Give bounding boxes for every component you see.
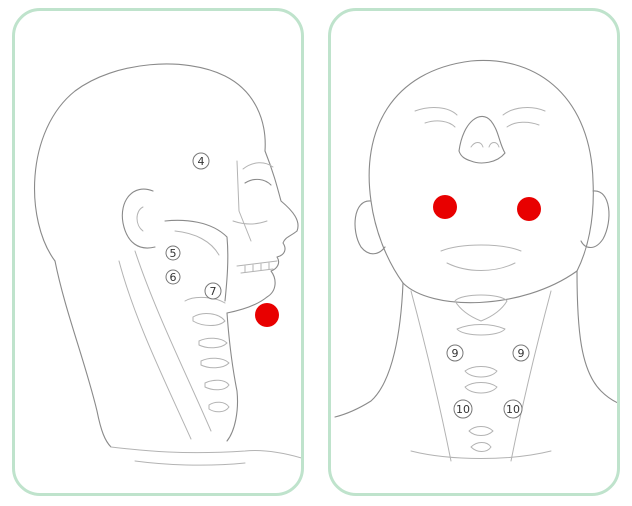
svg-text:9: 9 — [452, 347, 459, 360]
eye-sketch — [245, 179, 271, 185]
right-ear-sketch — [581, 191, 609, 248]
head-outline — [369, 60, 593, 271]
node-label-6: 6 — [166, 270, 180, 284]
svg-text:5: 5 — [170, 247, 177, 260]
chin-outline — [403, 271, 577, 303]
neck-back — [55, 261, 111, 447]
ear-sketch — [122, 189, 155, 248]
node-label-10-right: 10 — [504, 400, 522, 418]
node-label-9-left: 9 — [447, 345, 463, 361]
frontal-view-panel: 9 9 10 10 — [328, 8, 620, 496]
node-label-4: 4 — [193, 153, 209, 169]
profile-head-illustration: 4 5 6 7 — [15, 11, 304, 496]
node-label-5: 5 — [166, 246, 180, 260]
svg-text:7: 7 — [210, 285, 217, 298]
profile-view-panel: 4 5 6 7 — [12, 8, 304, 496]
svg-text:10: 10 — [456, 403, 470, 416]
neck-left — [335, 283, 403, 417]
frontal-head-illustration: 9 9 10 10 — [331, 11, 620, 496]
node-label-9-right: 9 — [513, 345, 529, 361]
highlight-marker-left — [433, 195, 457, 219]
neck-right — [577, 271, 620, 405]
skull-outline — [35, 64, 266, 261]
svg-text:10: 10 — [506, 403, 520, 416]
highlight-marker-right — [517, 197, 541, 221]
nose-sketch — [459, 116, 505, 163]
node-label-10-left: 10 — [454, 400, 472, 418]
svg-text:9: 9 — [518, 347, 525, 360]
node-label-7: 7 — [205, 283, 221, 299]
svg-text:6: 6 — [170, 271, 177, 284]
left-ear-sketch — [355, 201, 385, 254]
neck-front — [227, 313, 238, 441]
svg-text:4: 4 — [198, 155, 205, 168]
highlight-marker-submandibular — [255, 303, 279, 327]
